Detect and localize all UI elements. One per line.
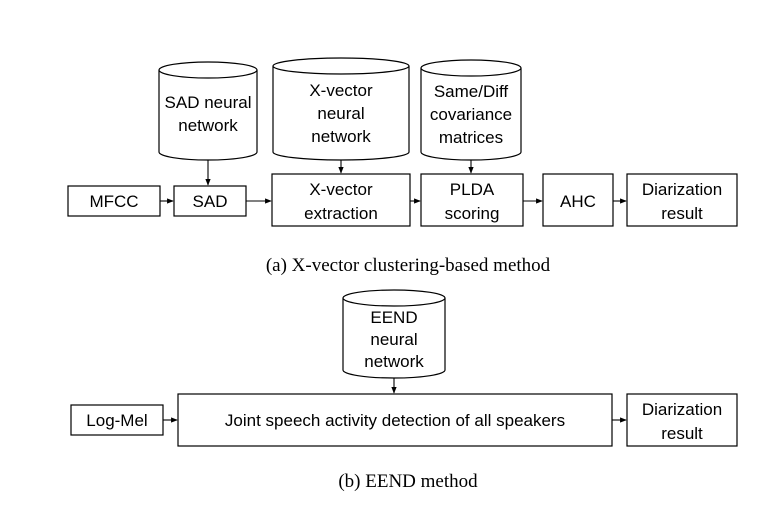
- logmel-label: Log-Mel: [86, 411, 147, 430]
- plda-scoring-box: PLDA scoring: [420, 173, 524, 227]
- sad-model-store: SAD neural network: [158, 61, 258, 161]
- ahc-label: AHC: [560, 192, 596, 211]
- plda-model-label-line1: Same/Diff: [434, 82, 509, 101]
- diarization-result-box-a: Diarization result: [626, 173, 738, 227]
- xvector-model-label-line3: network: [311, 127, 371, 146]
- mfcc-box: MFCC: [67, 185, 161, 217]
- xvector-extraction-label-line2: extraction: [304, 204, 378, 223]
- plda-model-label-line3: matrices: [439, 128, 503, 147]
- ahc-box: AHC: [542, 173, 614, 227]
- plda-scoring-label-line2: scoring: [445, 204, 500, 223]
- diagram-a: SAD neural network X-vector neural netwo…: [67, 57, 738, 276]
- diarization-result-box-b: Diarization result: [626, 393, 738, 447]
- eend-model-label-line2: neural: [370, 330, 417, 349]
- caption-b: (b) EEND method: [338, 471, 478, 492]
- sad-model-label-line2: network: [178, 116, 238, 135]
- mfcc-label: MFCC: [89, 192, 138, 211]
- plda-scoring-label-line1: PLDA: [450, 180, 495, 199]
- eend-model-store: EEND neural network: [342, 289, 446, 379]
- xvector-extraction-box: X-vector extraction: [271, 173, 411, 227]
- joint-detection-label: Joint speech activity detection of all s…: [225, 411, 565, 430]
- sad-label: SAD: [193, 192, 228, 211]
- eend-model-label-line1: EEND: [370, 308, 417, 327]
- diarization-result-a-line2: result: [661, 204, 703, 223]
- plda-model-store: Same/Diff covariance matrices: [420, 59, 522, 161]
- diagram-b: EEND neural network Log-Mel Joint speech…: [70, 289, 738, 492]
- xvector-model-label-line1: X-vector: [309, 81, 373, 100]
- sad-model-label-line1: SAD neural: [165, 93, 252, 112]
- joint-detection-box: Joint speech activity detection of all s…: [177, 393, 613, 447]
- diarization-result-b-line2: result: [661, 424, 703, 443]
- plda-model-label-line2: covariance: [430, 105, 512, 124]
- eend-model-label-line3: network: [364, 352, 424, 371]
- sad-box: SAD: [173, 185, 247, 217]
- caption-a: (a) X-vector clustering-based method: [266, 255, 551, 276]
- xvector-model-label-line2: neural: [317, 104, 364, 123]
- xvector-model-store: X-vector neural network: [272, 57, 410, 161]
- diarization-result-a-line1: Diarization: [642, 180, 722, 199]
- xvector-extraction-label-line1: X-vector: [309, 180, 373, 199]
- diarization-result-b-line1: Diarization: [642, 400, 722, 419]
- logmel-box: Log-Mel: [70, 404, 164, 436]
